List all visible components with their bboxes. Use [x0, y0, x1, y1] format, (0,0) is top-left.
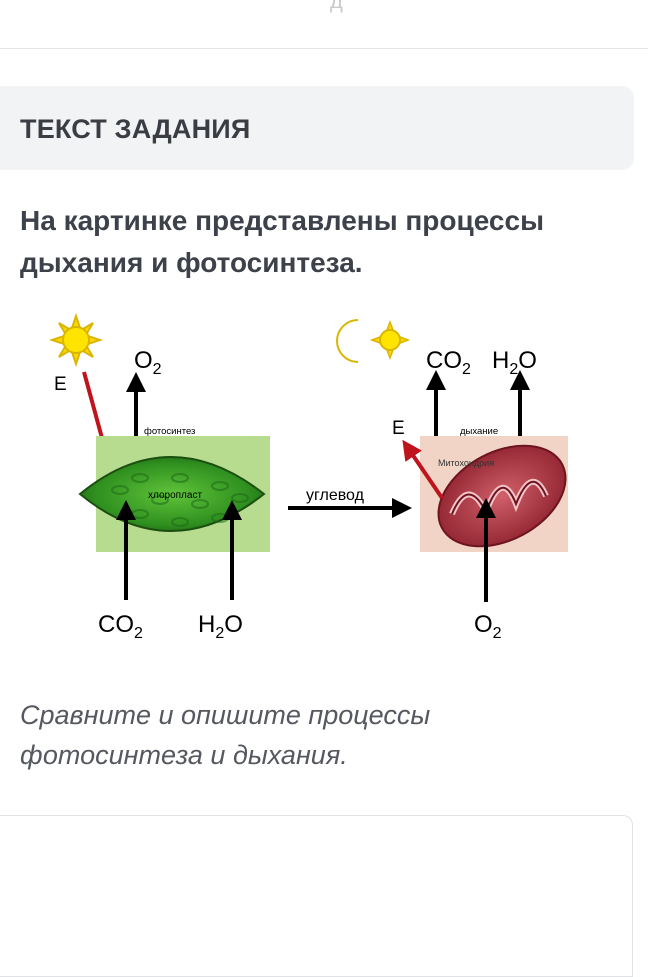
task-header: ТЕКСТ ЗАДАНИЯ: [0, 86, 634, 170]
photosynthesis-o2-output-label: O2: [134, 347, 162, 378]
chloroplast-label: хлоропласт: [148, 490, 202, 501]
photosynthesis-energy-label: E: [54, 374, 67, 395]
moon-icon: [336, 319, 359, 363]
photosynthesis-co2-input-label: CO2: [98, 611, 143, 642]
sun-icon: [48, 312, 104, 368]
mitochondrion-label: Митохондрия: [438, 458, 494, 468]
instruction-text: Сравните и опишите процессы фотосинтеза …: [20, 700, 431, 770]
photosynthesis-h2o-input-label: H2O: [198, 611, 243, 642]
photosynthesis-respiration-diagram: E O2 фотосинтез хлоропласт CO2 H2O углев…: [48, 312, 568, 642]
photosynthesis-process-label: фотосинтез: [144, 426, 195, 437]
energy-output-arrow: [402, 439, 444, 500]
task-header-title: ТЕКСТ ЗАДАНИЯ: [20, 114, 251, 144]
respiration-energy-label: E: [392, 418, 405, 439]
carbohydrate-label: углевод: [306, 487, 365, 504]
top-bar-partial-text: д: [330, 0, 343, 13]
question-text: На картинке представлены процессы дыхани…: [20, 205, 544, 278]
answer-input[interactable]: [0, 815, 633, 977]
mitochondrion-shape: [437, 444, 567, 548]
respiration-process-label: дыхание: [460, 426, 498, 437]
sun-icon-small: [369, 319, 411, 361]
respiration-co2-output-label: CO2: [426, 347, 471, 378]
respiration-o2-input-label: O2: [474, 611, 502, 642]
thylakoid-pattern: [111, 473, 249, 527]
top-bar: д: [0, 0, 648, 49]
respiration-h2o-output-label: H2O: [492, 347, 537, 378]
